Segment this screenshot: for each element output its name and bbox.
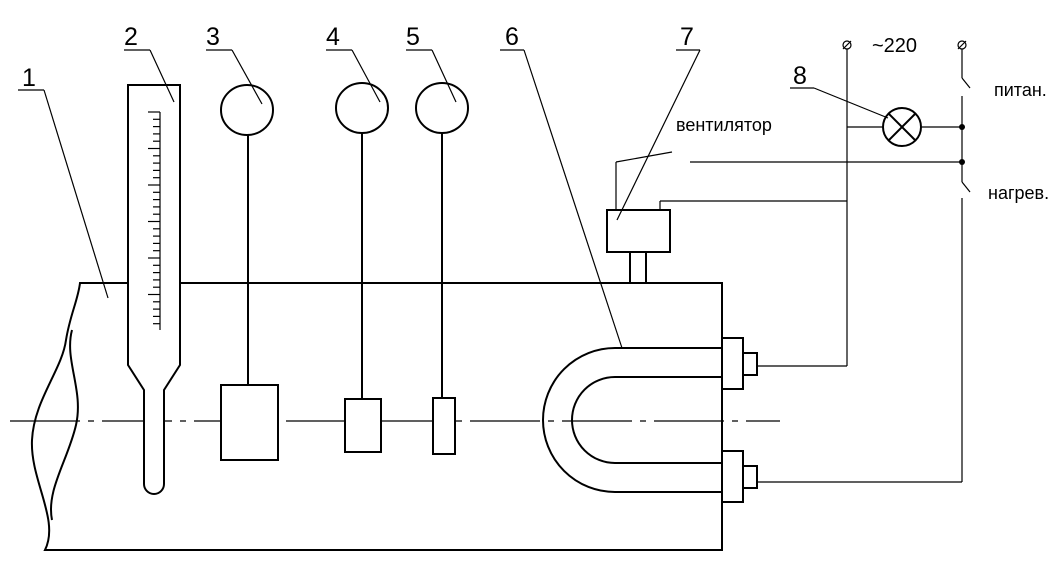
callout-8: 8 xyxy=(793,62,807,90)
callout-4: 4 xyxy=(326,23,340,51)
thermometer xyxy=(127,84,181,495)
sensor-3 xyxy=(220,84,279,461)
wiring xyxy=(615,40,971,483)
callout-3: 3 xyxy=(206,23,220,51)
callout-1: 1 xyxy=(22,64,36,92)
voltage-label: ~220 xyxy=(872,35,917,57)
sensor-4 xyxy=(335,82,389,453)
heating-switch-label: нагрев. xyxy=(988,183,1049,203)
fan-switch-label: вентилятор xyxy=(676,115,772,135)
callout-6: 6 xyxy=(505,23,519,51)
sensor-5 xyxy=(415,82,469,455)
channel-body xyxy=(30,282,723,551)
fan-motor xyxy=(606,209,671,283)
callout-2: 2 xyxy=(124,23,138,51)
leader-lines xyxy=(18,49,889,349)
power-switch-label: питан. xyxy=(994,80,1047,100)
heating-element xyxy=(542,337,758,503)
indicator-lamp xyxy=(882,107,922,147)
callout-7: 7 xyxy=(680,23,694,51)
callout-5: 5 xyxy=(406,23,420,51)
thermometer-scale xyxy=(148,111,161,330)
